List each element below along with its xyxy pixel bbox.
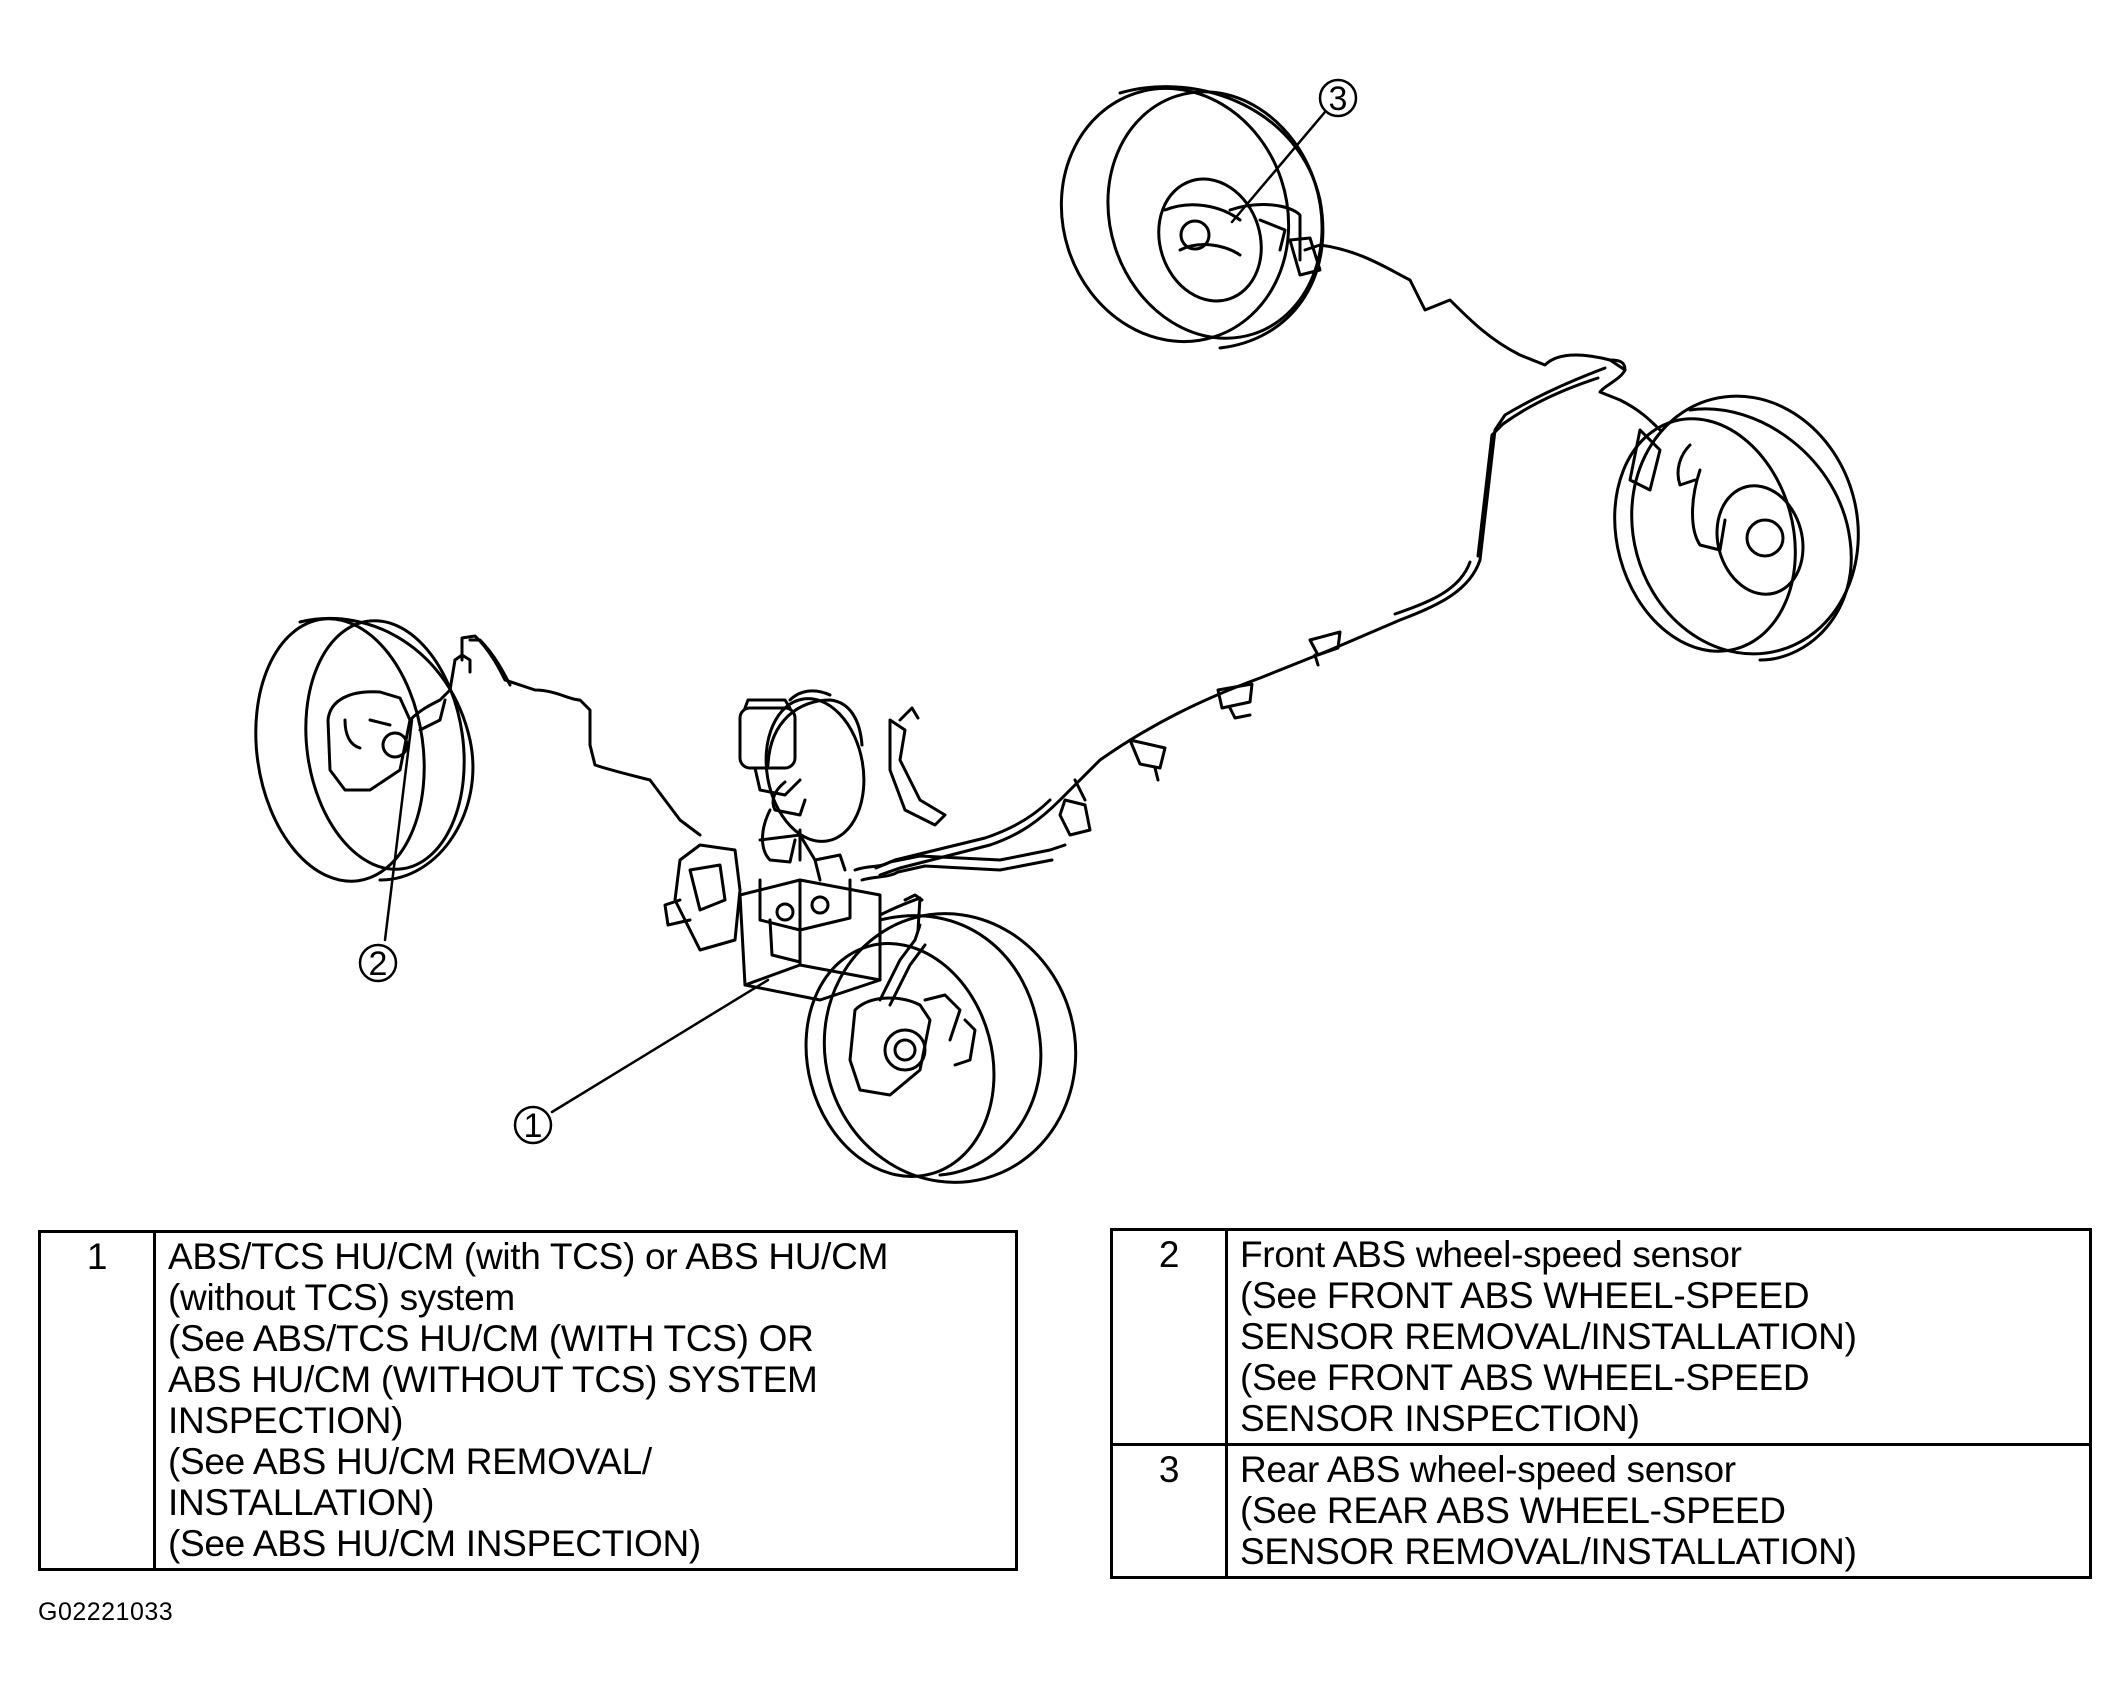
callout-2-label: 2 [369,945,388,983]
legend-number-1: 1 [38,1230,156,1571]
legend-line: INSPECTION) [168,1400,404,1441]
legend-description-2: Front ABS wheel-speed sensor (See FRONT … [1225,1228,2092,1446]
legend-table-items-2-3: 2 Front ABS wheel-speed sensor (See FRON… [1110,1228,2092,1579]
legend-line: (See FRONT ABS WHEEL-SPEED [1240,1275,1810,1316]
legend-line: (See ABS HU/CM INSPECTION) [168,1523,701,1564]
legend-line: INSTALLATION) [168,1482,435,1523]
rear-left-wheel [1059,85,1325,350]
legend-line: ABS/TCS HU/CM (with TCS) or ABS HU/CM [168,1236,889,1277]
callout-3: 3 [1230,78,1358,224]
legend-table-item-1: 1 ABS/TCS HU/CM (with TCS) or ABS HU/CM … [38,1230,1018,1571]
figure-code: G02221033 [38,1598,174,1626]
legend-line: ABS HU/CM (WITHOUT TCS) SYSTEM [168,1359,818,1400]
legend-line: SENSOR REMOVAL/INSTALLATION) [1240,1531,1857,1572]
legend-row-3: 3 Rear ABS wheel-speed sensor (See REAR … [1110,1443,2092,1579]
front-left-wheel [254,617,475,883]
legend-line: (See FRONT ABS WHEEL-SPEED [1240,1357,1810,1398]
callout-3-label: 3 [1329,80,1348,118]
legend-number-2: 2 [1110,1228,1228,1446]
callout-1-label: 1 [524,1107,543,1145]
legend-line: SENSOR INSPECTION) [1240,1398,1640,1439]
legend-line: (See ABS/TCS HU/CM (WITH TCS) OR [168,1318,814,1359]
callout-1: 1 [513,978,770,1145]
legend-line: Front ABS wheel-speed sensor [1240,1234,1742,1275]
legend-line: SENSOR REMOVAL/INSTALLATION) [1240,1316,1857,1357]
rear-right-wheel [1613,394,1860,662]
legend-description-1: ABS/TCS HU/CM (with TCS) or ABS HU/CM (w… [153,1230,1018,1571]
legend-number-3: 3 [1110,1443,1228,1579]
front-left-brake-line [460,634,702,837]
legend-row-1: 1 ABS/TCS HU/CM (with TCS) or ABS HU/CM … [38,1230,1018,1571]
callout-2: 2 [358,718,414,983]
legend-description-3: Rear ABS wheel-speed sensor (See REAR AB… [1225,1443,2092,1579]
legend-line: (without TCS) system [168,1277,515,1318]
abs-hydraulic-unit [663,833,1067,1002]
brake-booster-assembly [738,689,947,864]
front-right-wheel [804,912,1078,1184]
legend-row-2: 2 Front ABS wheel-speed sensor (See FRON… [1110,1228,2092,1446]
rear-brake-lines [874,243,1662,877]
legend-line: Rear ABS wheel-speed sensor [1240,1449,1736,1490]
legend-line: (See ABS HU/CM REMOVAL/ [168,1441,652,1482]
legend-line: (See REAR ABS WHEEL-SPEED [1240,1490,1786,1531]
